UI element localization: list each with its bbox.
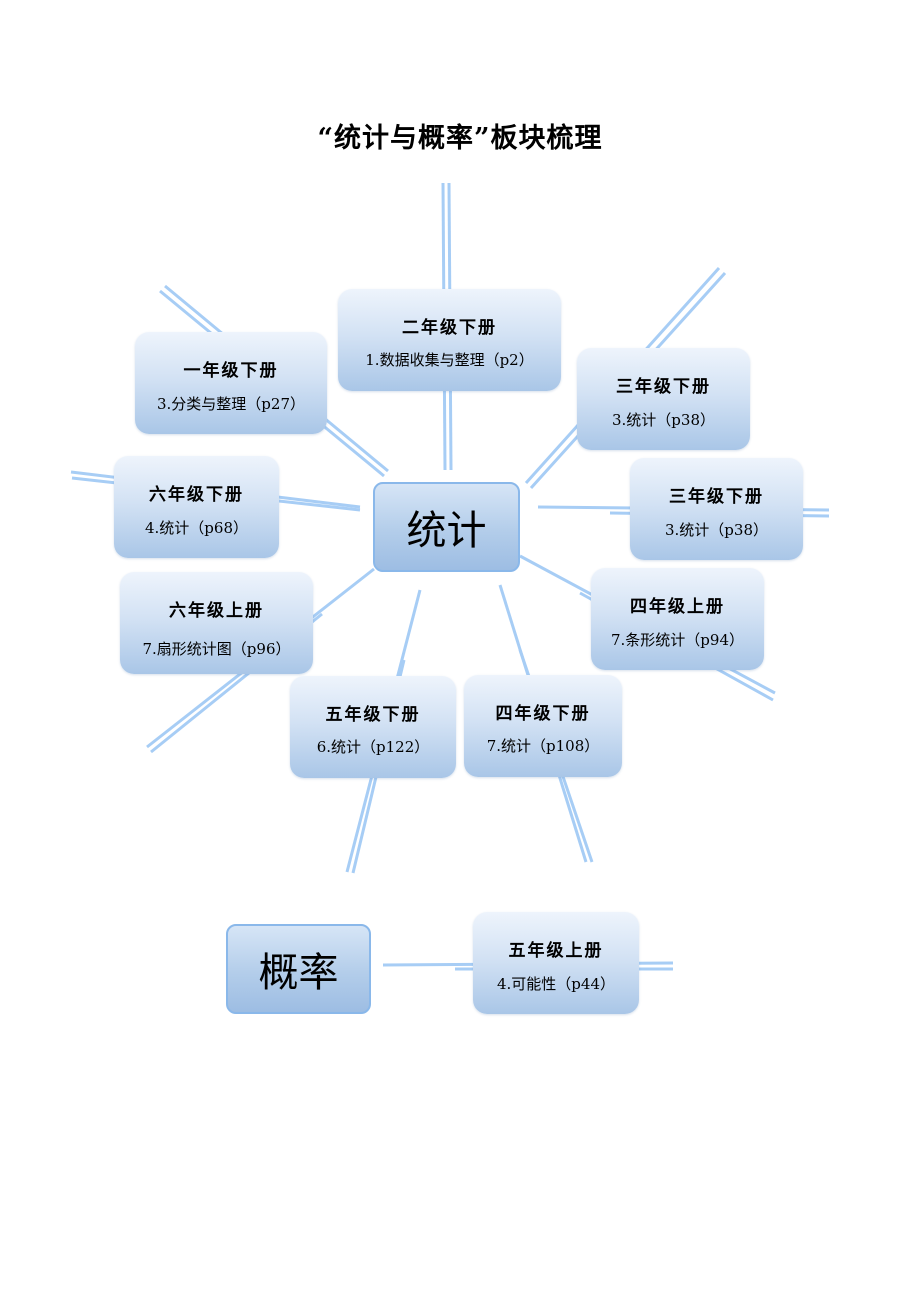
node-grade6-vol1: 六年级上册 7.扇形统计图（p96）	[120, 572, 313, 674]
node-chapter-label: 4.统计（p68）	[144, 519, 248, 537]
node-chapter-label: 4.可能性（p44）	[496, 975, 615, 993]
node-grade-label: 六年级上册	[169, 601, 264, 621]
node-grade2-vol2: 二年级下册 1.数据收集与整理（p2）	[338, 289, 561, 391]
node-grade-label: 四年级下册	[495, 704, 591, 724]
node-chapter-label: 7.条形统计（p94）	[610, 631, 744, 649]
node-grade5-vol1: 五年级上册 4.可能性（p44）	[473, 912, 639, 1014]
node-chapter-label: 3.统计（p38）	[664, 521, 768, 539]
node-grade-label: 四年级上册	[630, 597, 725, 617]
node-chapter-label: 1.数据收集与整理（p2）	[365, 351, 534, 369]
node-grade-label: 三年级下册	[669, 487, 764, 507]
node-chapter-label: 7.统计（p108）	[486, 737, 600, 755]
node-grade-label: 五年级下册	[325, 705, 421, 725]
node-grade-label: 一年级下册	[183, 361, 279, 381]
node-grade-label: 二年级下册	[402, 318, 497, 338]
node-grade3-vol2-a: 三年级下册 3.统计（p38）	[577, 348, 750, 450]
node-grade-label: 六年级下册	[149, 485, 244, 505]
node-chapter-label: 3.统计（p38）	[611, 411, 715, 429]
node-chapter-label: 6.统计（p122）	[316, 738, 430, 756]
node-grade3-vol2-b: 三年级下册 3.统计（p38）	[630, 458, 803, 560]
node-chapter-label: 3.分类与整理（p27）	[156, 395, 305, 413]
page-title: “统计与概率”板块梳理	[317, 123, 603, 154]
statistics-hub: 统计	[373, 482, 520, 572]
node-grade5-vol2: 五年级下册 6.统计（p122）	[290, 676, 456, 778]
node-grade-label: 五年级上册	[508, 941, 604, 961]
node-grade6-vol2: 六年级下册 4.统计（p68）	[114, 456, 279, 558]
node-chapter-label: 7.扇形统计图（p96）	[142, 640, 291, 658]
node-grade1-vol2: 一年级下册 3.分类与整理（p27）	[135, 332, 327, 434]
node-grade4-vol2: 四年级下册 7.统计（p108）	[464, 675, 622, 777]
probability-hub: 概率	[226, 924, 371, 1014]
node-grade-label: 三年级下册	[616, 377, 711, 397]
node-grade4-vol1: 四年级上册 7.条形统计（p94）	[591, 568, 764, 670]
